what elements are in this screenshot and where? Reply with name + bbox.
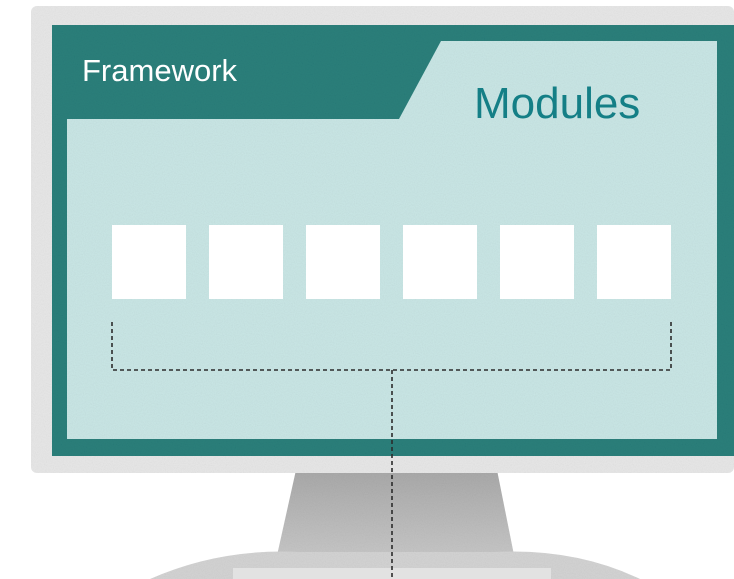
modules-bracket <box>111 322 672 579</box>
framework-label: Framework <box>82 53 238 88</box>
module-box <box>209 225 283 299</box>
monitor-stand-neck <box>276 470 515 560</box>
bracket-line <box>111 322 672 371</box>
module-box <box>306 225 380 299</box>
module-box <box>500 225 574 299</box>
module-box <box>403 225 477 299</box>
module-box <box>112 225 186 299</box>
modules-label: Modules <box>474 79 641 128</box>
module-list <box>112 225 671 299</box>
modules-panel <box>67 41 717 439</box>
module-box <box>597 225 671 299</box>
